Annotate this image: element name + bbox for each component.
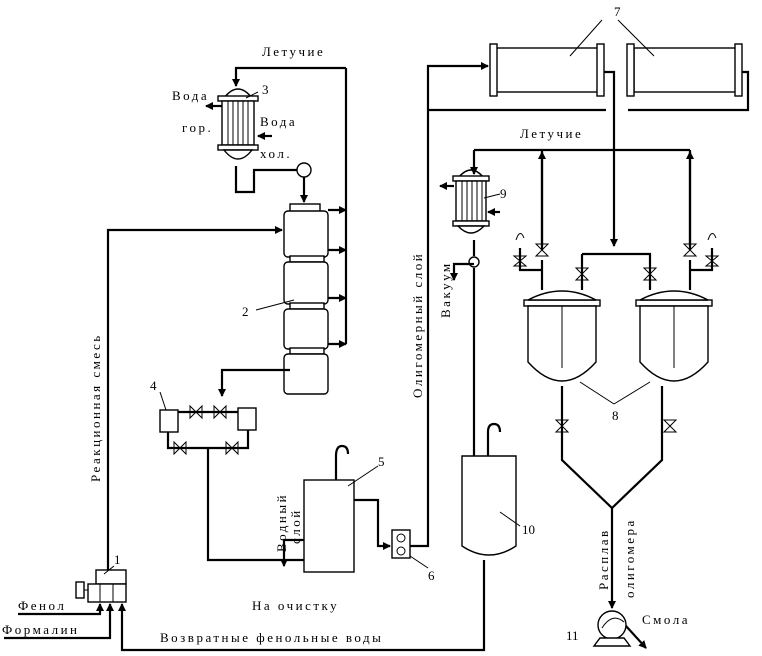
filters-4 — [159, 407, 257, 433]
label-melt-2: олигомера — [622, 518, 637, 598]
number-9: 9 — [500, 186, 507, 201]
label-reaction-mixture: Реакционная смесь — [88, 333, 103, 482]
number-1: 1 — [114, 552, 121, 567]
label-vacuum: Вакуум — [438, 261, 453, 318]
valves — [173, 243, 720, 456]
label-oligomer-layer: Олигомерный слой — [410, 252, 425, 398]
label-to-cleaning: На очистку — [252, 598, 339, 613]
number-10: 10 — [522, 522, 535, 537]
number-3: 3 — [262, 82, 269, 97]
number-2: 2 — [242, 304, 249, 319]
label-volatiles-top: Летучие — [262, 44, 325, 59]
number-5: 5 — [378, 454, 385, 469]
label-cold-water-1: Вода — [260, 114, 297, 129]
label-resin: Смола — [642, 612, 690, 627]
reactor-8-right — [635, 290, 713, 382]
condenser-7 — [489, 19, 743, 97]
label-formalin: Формалин — [2, 622, 80, 637]
separator-5 — [303, 479, 355, 573]
number-4: 4 — [150, 378, 157, 393]
label-hot-water-2: гор. — [182, 120, 213, 135]
heat-exchanger-9 — [452, 169, 490, 234]
pump-11 — [592, 610, 632, 647]
heat-exchanger-3 — [217, 88, 259, 160]
label-water-layer-1: Водный — [274, 493, 289, 552]
label-phenol: Фенол — [18, 598, 66, 613]
receiver-10 — [461, 455, 517, 556]
number-7: 7 — [614, 4, 621, 19]
label-return-waters: Возвратные фенольные воды — [160, 630, 383, 645]
flow-meter — [296, 162, 312, 178]
column-2 — [283, 203, 329, 395]
label-hot-water-1: Вода — [172, 88, 209, 103]
label-melt-1: Расплав — [596, 528, 611, 590]
label-cold-water-2: хол. — [260, 146, 292, 161]
pump-6 — [391, 529, 411, 559]
mixer-1 — [75, 569, 127, 603]
number-6: 6 — [428, 568, 435, 583]
label-water-layer-2: слой — [288, 508, 303, 544]
number-11: 11 — [566, 628, 579, 643]
label-volatiles-right: Летучие — [520, 126, 583, 141]
reactor-8-left — [523, 290, 601, 382]
number-8: 8 — [612, 408, 619, 423]
